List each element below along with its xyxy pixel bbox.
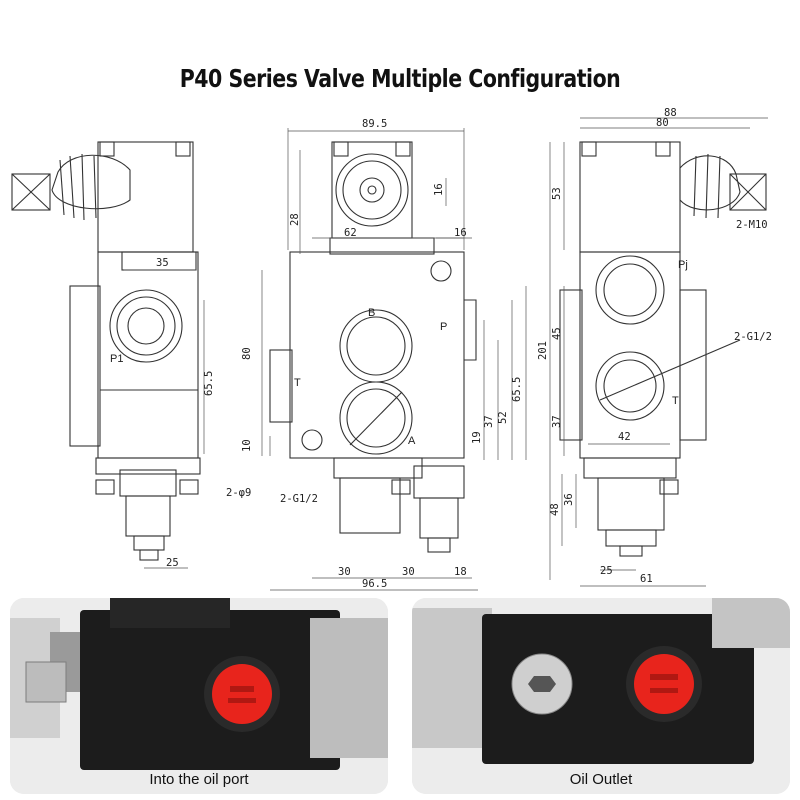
dim-52: 52 [497, 411, 509, 424]
technical-drawing: 35 65.5 25 P1 89.5 16 28 62 16 80 10 65.… [11, 107, 772, 591]
caption-oil-outlet: Oil Outlet [569, 771, 633, 788]
label-port-spec-center: 2-G1/2 [280, 493, 318, 505]
dim-19: 19 [471, 431, 483, 444]
dim-53: 53 [551, 187, 563, 200]
dim-89-5: 89.5 [362, 118, 387, 130]
dim-25-right: 25 [600, 565, 613, 577]
valve-outlet-illustration [412, 598, 790, 794]
label-t-right: T [672, 395, 679, 407]
dim-25-left: 25 [166, 557, 179, 569]
label-t: T [294, 377, 301, 389]
dim-18: 18 [454, 566, 467, 578]
label-hole-spec: 2-φ9 [226, 487, 251, 499]
dim-10: 10 [241, 439, 253, 452]
dim-80: 80 [241, 347, 253, 360]
dim-65-5-left: 65.5 [203, 371, 215, 396]
page-title: P40 Series Valve Multiple Configuration [179, 64, 621, 93]
right-side-view [559, 141, 767, 557]
dim-28: 28 [289, 213, 301, 226]
dim-30-right: 30 [402, 566, 415, 578]
dim-201: 201 [537, 341, 549, 360]
dim-16-top: 16 [433, 183, 445, 196]
dim-37-right: 37 [551, 415, 563, 428]
dim-48: 48 [549, 503, 561, 516]
label-b: B [368, 307, 375, 319]
label-pj: Pj [678, 259, 688, 271]
label-p1: P1 [110, 353, 123, 365]
photo-oil-inlet: Into the oil port [10, 598, 388, 794]
dim-96-5: 96.5 [362, 578, 387, 590]
left-side-view [11, 141, 201, 561]
caption-oil-inlet: Into the oil port [149, 771, 249, 788]
dim-62: 62 [344, 227, 357, 239]
center-front-view [269, 141, 477, 553]
dim-37-center: 37 [483, 415, 495, 428]
dim-80-right: 80 [656, 117, 669, 129]
dim-30-left: 30 [338, 566, 351, 578]
dim-16-right: 16 [454, 227, 467, 239]
photo-oil-outlet: Oil Outlet [412, 598, 790, 794]
dim-45: 45 [551, 327, 563, 340]
label-port-spec-right: 2-G1/2 [734, 331, 772, 343]
dim-61: 61 [640, 573, 653, 585]
dim-36: 36 [563, 493, 575, 506]
label-p: P [440, 321, 447, 333]
dim-65-5-center: 65.5 [511, 377, 523, 402]
dim-42: 42 [618, 431, 631, 443]
dim-88: 88 [664, 107, 677, 119]
red-plug-icon-outlet [634, 654, 694, 714]
valve-inlet-illustration [10, 598, 388, 794]
label-a: A [408, 435, 416, 447]
label-thread-spec: 2-M10 [736, 219, 768, 231]
red-plug-icon [212, 664, 272, 724]
dim-35: 35 [156, 257, 169, 269]
